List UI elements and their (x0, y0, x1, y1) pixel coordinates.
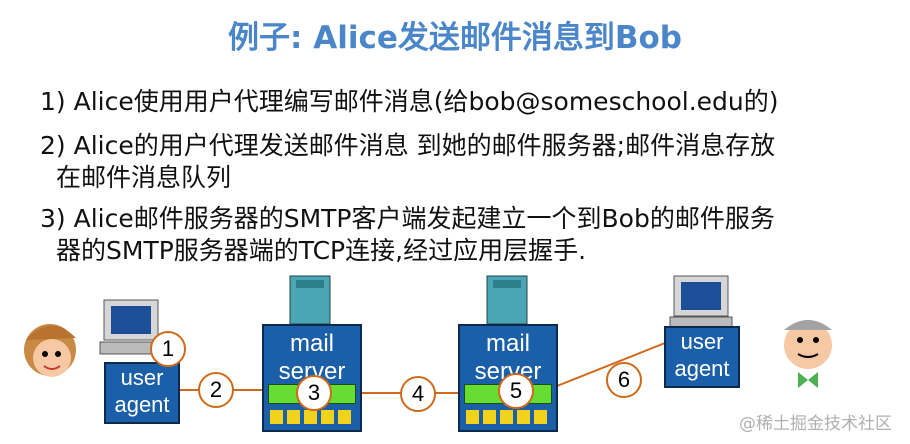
left-server-slots (270, 410, 354, 424)
step-badge-3: 3 (296, 375, 332, 411)
step-badge-6: 6 (606, 362, 642, 398)
watermark: @稀土掘金技术社区 (739, 409, 892, 434)
bob-computer-icon (670, 276, 732, 329)
alice-user-agent-box: user agent (104, 362, 180, 424)
right-server-label-line1: mail (460, 330, 556, 358)
alice-agent-label-line2: agent (106, 391, 178, 418)
step-badge-4: 4 (400, 376, 436, 412)
step-badge-2: 2 (198, 372, 234, 408)
left-server-label-line1: mail (264, 330, 360, 358)
right-server-tower-icon (487, 276, 527, 324)
step-badge-1: 1 (150, 331, 186, 367)
alice-agent-label-line1: user (106, 364, 178, 391)
alice-person-icon (24, 324, 76, 377)
step-badge-5: 5 (498, 373, 534, 409)
bob-person-icon (784, 320, 832, 388)
left-server-tower-icon (290, 276, 330, 324)
bob-user-agent-box: user agent (664, 326, 740, 388)
bob-agent-label-line2: agent (666, 355, 738, 382)
right-server-slots (466, 410, 550, 424)
bob-agent-label-line1: user (666, 328, 738, 355)
